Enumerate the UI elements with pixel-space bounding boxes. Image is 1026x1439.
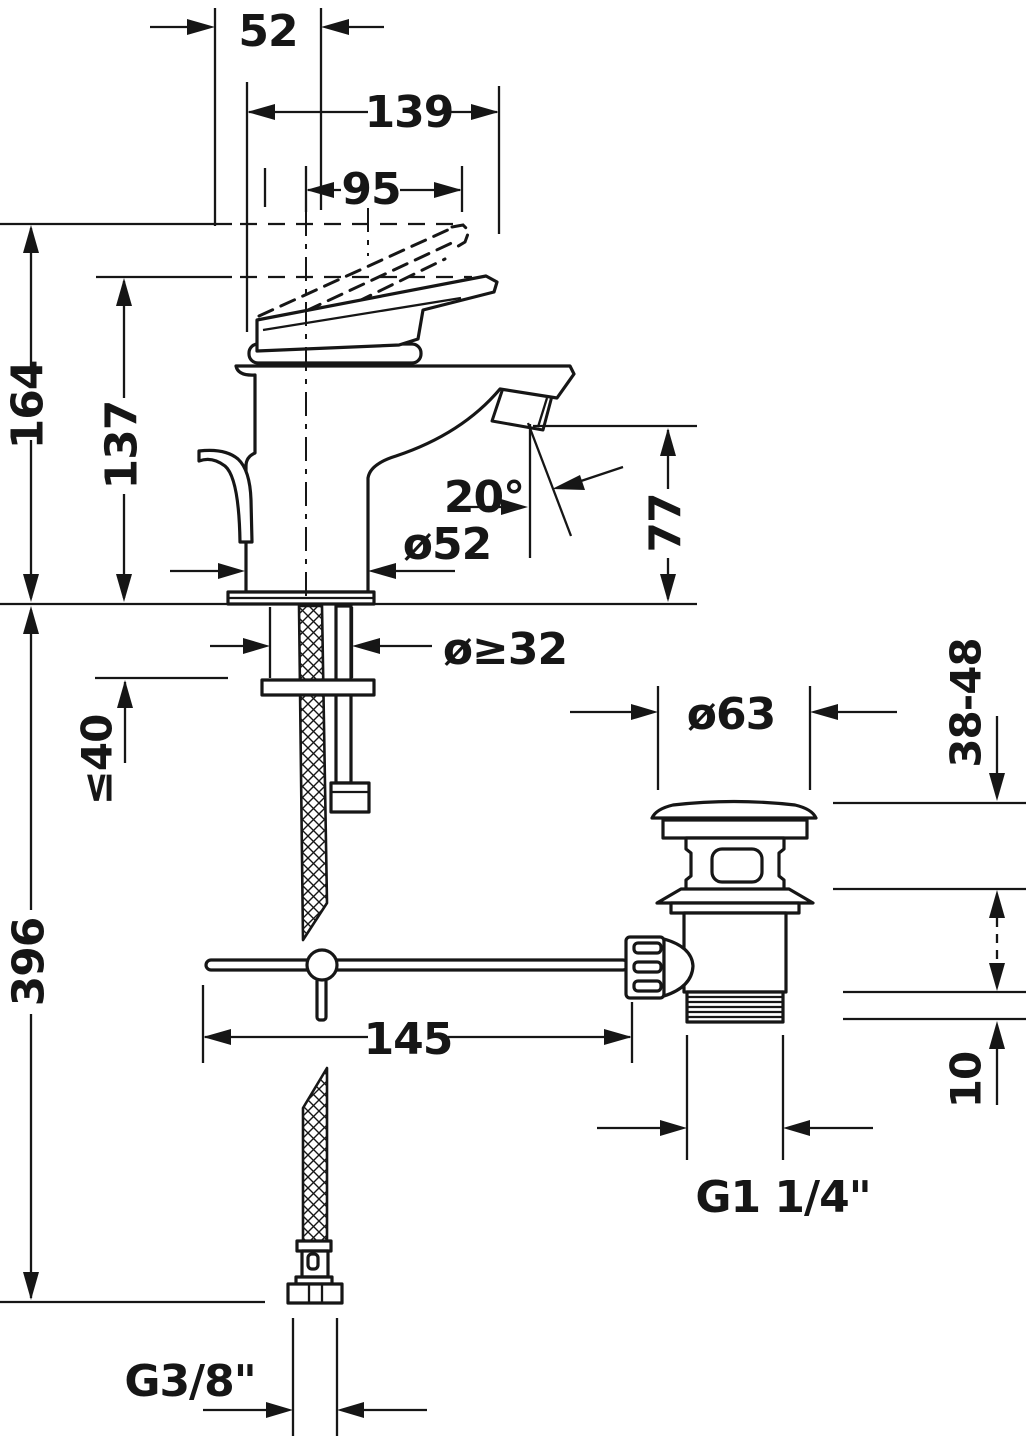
nut-transition	[662, 937, 695, 998]
supply-hose-lower	[301, 1066, 329, 1245]
waste-thread-ribs	[688, 995, 782, 1019]
dim-label-95: 95	[341, 164, 400, 215]
waste-cone-flange	[655, 887, 815, 905]
dim-label-137: 137	[96, 401, 147, 490]
dim-label-38-48: 38-48	[942, 638, 991, 767]
dim-label-164: 164	[2, 361, 53, 450]
supply-hose-upper	[297, 604, 329, 942]
waste-dome-cap	[650, 799, 818, 820]
dim-label-396: 396	[3, 918, 54, 1007]
dimension-body-height	[989, 890, 1005, 991]
dimension-396: 396	[0, 606, 265, 1304]
knurl-groove-1	[632, 941, 663, 955]
dimension-40: ≤40	[73, 680, 133, 805]
mounting-washer	[260, 678, 376, 697]
waste-flange	[661, 818, 809, 840]
dimension-139: 139	[245, 82, 501, 332]
dimension-52: 52	[150, 6, 384, 226]
dim-label-o63: ø63	[687, 689, 775, 740]
dim-label-52: 52	[238, 6, 297, 57]
dimension-g114: G1 1/4"	[597, 1035, 873, 1223]
dimension-10: 10	[942, 1021, 1005, 1108]
mounting-nut	[329, 781, 371, 814]
dim-label-10: 10	[942, 1052, 991, 1108]
dimension-145: 145	[201, 985, 634, 1065]
dim-label-20deg: 20°	[444, 472, 524, 523]
dim-label-o52: ø52	[403, 519, 491, 570]
dim-label-139: 139	[365, 87, 454, 138]
dim-label-77: 77	[640, 493, 691, 552]
hose-fitting-window	[306, 1252, 320, 1271]
dimension-g38: G3/8"	[124, 1318, 427, 1436]
knurl-groove-3	[632, 979, 663, 993]
dimension-o32: ø≥32	[210, 624, 568, 675]
pivot-joint	[305, 948, 339, 982]
lever-crease	[262, 296, 462, 332]
dimension-o63: ø63	[570, 686, 897, 790]
faucet-body	[234, 364, 576, 594]
dimension-77: 77	[533, 424, 697, 602]
dimension-38-48: 38-48	[942, 638, 1005, 801]
dimension-137: 137	[96, 278, 147, 602]
dimension-20deg: 20°	[444, 422, 624, 558]
hose-nut	[286, 1282, 344, 1305]
popup-knob	[197, 448, 254, 544]
waste-lower-body	[682, 911, 788, 994]
lift-rod-lower	[315, 976, 328, 1022]
dim-label-o32: ø≥32	[443, 624, 567, 675]
dim-label-g38: G3/8"	[124, 1356, 255, 1407]
dimension-95: 95	[263, 164, 464, 215]
lever-handle	[255, 274, 499, 353]
aerator-face-line	[536, 397, 549, 428]
dim-label-40: ≤40	[73, 715, 122, 806]
waste-assembly	[624, 799, 818, 1024]
dim-label-145: 145	[364, 1014, 453, 1065]
dimension-164: 164	[2, 225, 53, 602]
dimension-o52: ø52	[170, 519, 492, 579]
horizontal-rod	[204, 958, 630, 972]
knurl-groove-2	[632, 960, 663, 974]
dim-label-g114: G1 1/4"	[695, 1172, 870, 1223]
waste-window	[710, 847, 764, 884]
